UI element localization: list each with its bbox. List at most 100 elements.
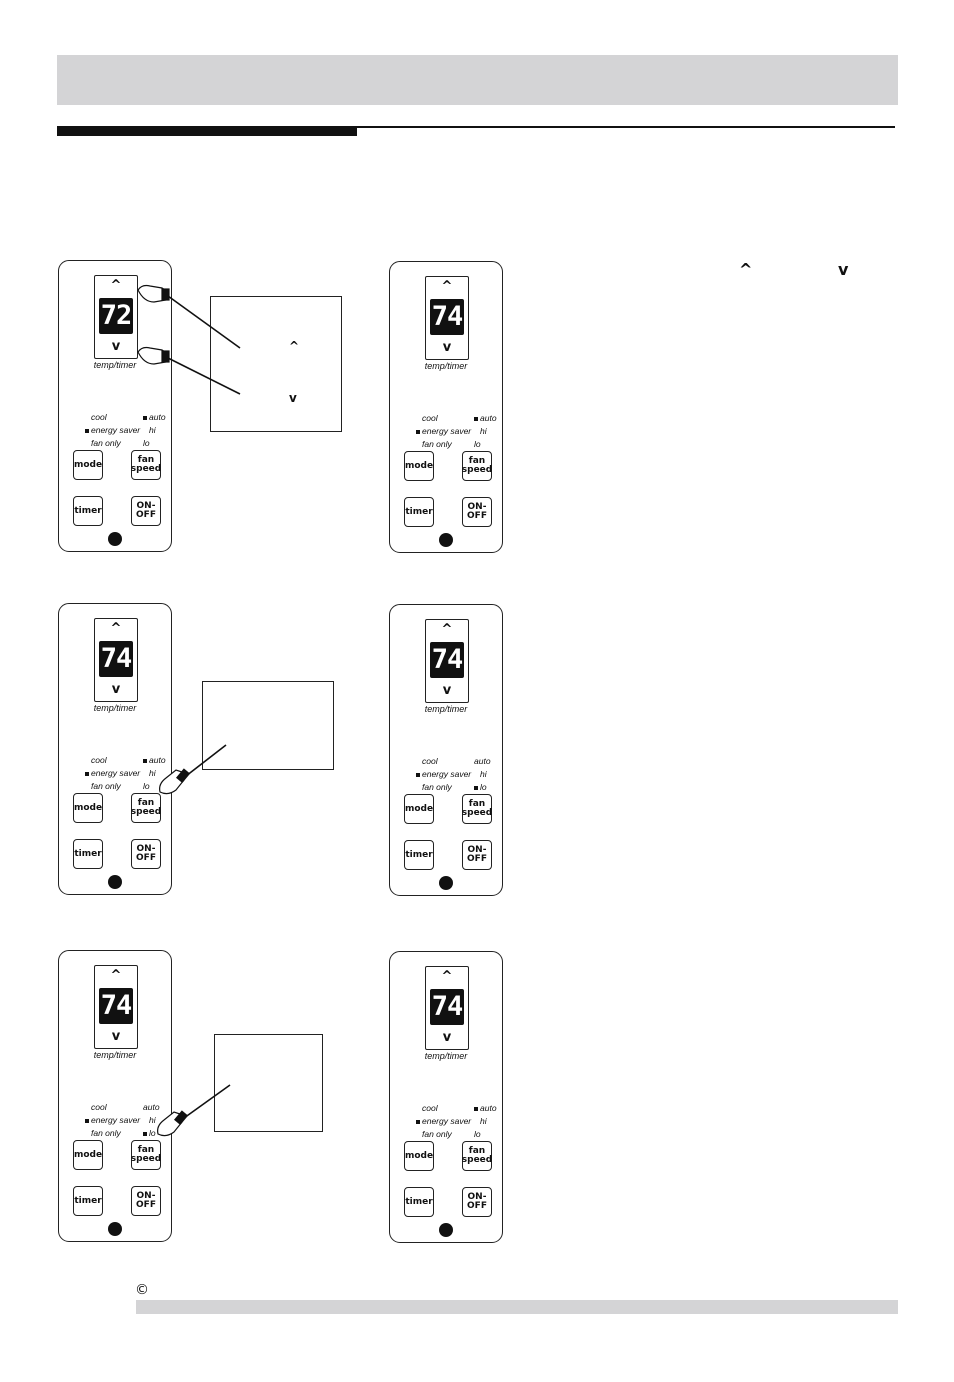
callout-box-fan-speed-2 <box>214 1034 323 1132</box>
temp-timer-label: temp/timer <box>424 361 468 371</box>
temp-up-button[interactable]: ^ <box>110 968 122 983</box>
mode-fan-only-label: fan only <box>422 782 452 792</box>
pointing-hand-icon <box>157 1110 189 1137</box>
timer-button[interactable]: timer <box>73 839 103 869</box>
mode-cool-label: cool <box>91 755 107 765</box>
indicator-dot <box>85 428 89 433</box>
remote-control: ^ 74 v temp/timer cool energy saver fan … <box>58 603 172 895</box>
temp-timer-label: temp/timer <box>93 360 137 370</box>
remote-control: ^ 74 v temp/timer cool energy saver fan … <box>58 950 172 1242</box>
indicator-dot <box>85 771 89 776</box>
mode-energy-saver-label: energy saver <box>85 1115 140 1125</box>
mode-fan-only-label: fan only <box>422 439 452 449</box>
temp-up-button[interactable]: ^ <box>441 279 453 294</box>
temp-down-button[interactable]: v <box>442 1030 452 1045</box>
mode-button[interactable]: mode <box>73 450 103 480</box>
on-off-button[interactable]: ON-OFF <box>131 839 161 869</box>
fan-auto-label: auto <box>143 412 166 422</box>
fan-lo-label: lo <box>143 1128 156 1138</box>
temp-down-button[interactable]: v <box>442 683 452 698</box>
timer-button[interactable]: timer <box>404 497 434 527</box>
mode-energy-saver-label: energy saver <box>416 426 471 436</box>
fan-lo-label: lo <box>143 781 150 791</box>
mode-cool-label: cool <box>422 756 438 766</box>
indicator-dot <box>416 429 420 434</box>
temp-display-panel: ^ 72 v <box>94 275 138 359</box>
temp-display-panel: ^ 74 v <box>425 276 469 360</box>
callout-box-temp: ^ v <box>210 296 342 432</box>
temp-display-panel: ^ 74 v <box>94 618 138 702</box>
timer-button[interactable]: timer <box>73 496 103 526</box>
temp-display-panel: ^ 74 v <box>425 619 469 703</box>
mode-button[interactable]: mode <box>404 794 434 824</box>
indicator-dot <box>143 758 147 763</box>
timer-button[interactable]: timer <box>73 1186 103 1216</box>
temp-up-button[interactable]: ^ <box>441 969 453 984</box>
mode-cool-label: cool <box>422 1103 438 1113</box>
temp-readout: 72 <box>99 298 133 334</box>
on-off-button[interactable]: ON-OFF <box>462 840 492 870</box>
temp-down-button[interactable]: v <box>111 339 121 354</box>
mode-button[interactable]: mode <box>73 793 103 823</box>
mode-fan-only-label: fan only <box>91 781 121 791</box>
indicator-dot <box>143 1131 147 1136</box>
on-off-button[interactable]: ON-OFF <box>131 1186 161 1216</box>
pointing-hand-icon <box>137 284 170 303</box>
timer-button[interactable]: timer <box>404 1187 434 1217</box>
temp-up-button[interactable]: ^ <box>110 621 122 636</box>
timer-button[interactable]: timer <box>404 840 434 870</box>
indicator-dot <box>474 416 478 421</box>
fan-auto-label: auto <box>143 1102 160 1112</box>
copyright-symbol: © <box>135 1282 149 1298</box>
temp-readout: 74 <box>430 642 464 678</box>
mode-cool-label: cool <box>91 1102 107 1112</box>
callout-down-arrow: v <box>289 391 297 405</box>
fan-lo-label: lo <box>143 438 150 448</box>
temp-timer-label: temp/timer <box>93 1050 137 1060</box>
indicator-dot <box>85 1118 89 1123</box>
remote-control: ^ 74 v temp/timer cool energy saver fan … <box>389 261 503 553</box>
on-off-button[interactable]: ON-OFF <box>462 1187 492 1217</box>
fan-hi-label: hi <box>480 426 487 436</box>
mode-button[interactable]: mode <box>73 1140 103 1170</box>
header-bar <box>57 55 898 105</box>
fan-hi-label: hi <box>480 1116 487 1126</box>
temp-display-panel: ^ 74 v <box>425 966 469 1050</box>
temp-timer-label: temp/timer <box>424 704 468 714</box>
down-chevron-icon: v <box>838 260 849 279</box>
temp-down-button[interactable]: v <box>111 682 121 697</box>
fan-hi-label: hi <box>149 768 156 778</box>
status-led <box>439 1223 453 1237</box>
status-led <box>108 875 122 889</box>
fan-lo-label: lo <box>474 1129 481 1139</box>
status-led <box>108 1222 122 1236</box>
status-led <box>439 533 453 547</box>
temp-up-button[interactable]: ^ <box>110 278 122 293</box>
temp-display-panel: ^ 74 v <box>94 965 138 1049</box>
temp-down-button[interactable]: v <box>442 340 452 355</box>
status-led <box>108 532 122 546</box>
temp-readout: 74 <box>99 641 133 677</box>
temp-down-button[interactable]: v <box>111 1029 121 1044</box>
fan-auto-label: auto <box>474 1103 497 1113</box>
temp-readout: 74 <box>430 989 464 1025</box>
mode-button[interactable]: mode <box>404 451 434 481</box>
mode-button[interactable]: mode <box>404 1141 434 1171</box>
on-off-button[interactable]: ON-OFF <box>462 497 492 527</box>
section-rule-accent <box>57 126 357 136</box>
fan-auto-label: auto <box>143 755 166 765</box>
temp-up-button[interactable]: ^ <box>441 622 453 637</box>
pointing-hand-icon <box>159 768 191 795</box>
fan-hi-label: hi <box>149 1115 156 1125</box>
mode-cool-label: cool <box>91 412 107 422</box>
footer-bar <box>136 1300 898 1314</box>
on-off-button[interactable]: ON-OFF <box>131 496 161 526</box>
indicator-dot <box>143 415 147 420</box>
